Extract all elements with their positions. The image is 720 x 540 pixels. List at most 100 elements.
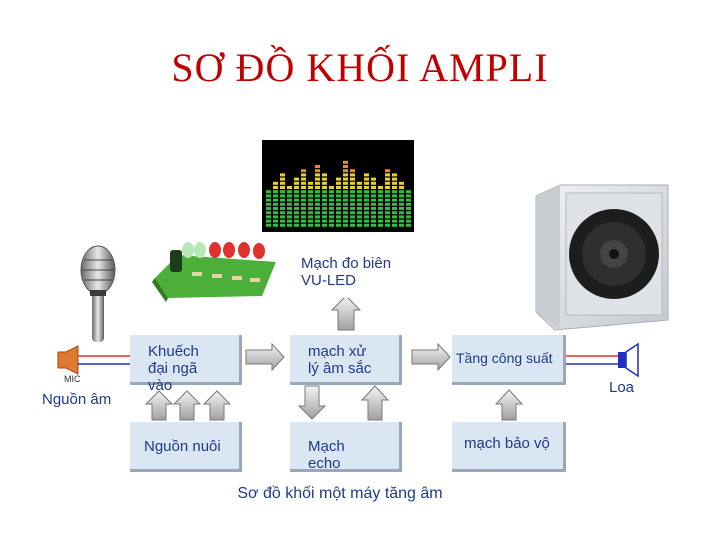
- vu-bar-segment: [357, 181, 362, 185]
- vu-bar-segment: [357, 198, 362, 202]
- vu-bar-segment: [350, 207, 355, 210]
- vu-bar-segment: [280, 207, 285, 210]
- vu-bar-segment: [336, 177, 341, 181]
- arrow-tone-to-echo: [297, 385, 327, 420]
- diagram-title: SƠ ĐỒ KHỐI AMPLI: [171, 45, 549, 90]
- vu-bar-segment: [266, 215, 271, 219]
- vu-bar-segment: [343, 173, 348, 177]
- vu-bar-segment: [378, 198, 383, 202]
- vu-bar-segment: [287, 215, 292, 219]
- vu-bar-segment: [308, 186, 313, 189]
- vu-bar-segment: [399, 190, 404, 194]
- vu-bar-segment: [287, 223, 292, 227]
- vu-bar-segment: [294, 190, 299, 194]
- vu-bar-segment: [364, 181, 369, 185]
- vu-bar-segment: [350, 190, 355, 194]
- vu-bar-segment: [399, 186, 404, 189]
- vu-bar-segment: [329, 194, 334, 198]
- vu-bar-segment: [266, 223, 271, 227]
- vu-bar-segment: [385, 202, 390, 206]
- vu-bar-segment: [392, 173, 397, 177]
- mic-symbol-icon: [57, 345, 79, 375]
- vu-bar-segment: [280, 194, 285, 198]
- vu-bar-segment: [301, 173, 306, 177]
- vu-bar-segment: [287, 186, 292, 189]
- vu-bar-segment: [322, 215, 327, 219]
- vu-bar-segment: [294, 202, 299, 206]
- vu-bar-segment: [315, 219, 320, 223]
- vu-bar-segment: [266, 219, 271, 223]
- block-tone-control: mạch xử lý âm sắc: [290, 335, 402, 385]
- vu-bar-segment: [273, 215, 278, 219]
- block-vu-led: Mạch đo biên VU-LED: [292, 250, 404, 298]
- vu-bar-segment: [385, 173, 390, 177]
- vu-bar-segment: [371, 186, 376, 189]
- vu-bar-segment: [357, 207, 362, 210]
- vu-bar-segment: [350, 202, 355, 206]
- block-power-supply: Nguồn nuôi: [130, 422, 242, 472]
- vu-bar-segment: [406, 198, 411, 202]
- vu-bar-segment: [399, 181, 404, 185]
- vu-bar-segment: [350, 211, 355, 215]
- vu-bar-segment: [357, 202, 362, 206]
- vu-bar-segment: [308, 215, 313, 219]
- capacitor-icon: [170, 250, 182, 272]
- vu-bar-segment: [343, 181, 348, 185]
- vu-bar-segment: [364, 190, 369, 194]
- vu-bar-segment: [287, 198, 292, 202]
- vu-bar-segment: [406, 194, 411, 198]
- vu-bar-segment: [343, 186, 348, 189]
- vu-bar-segment: [273, 219, 278, 223]
- vu-bar-segment: [266, 194, 271, 198]
- vu-bar-segment: [378, 190, 383, 194]
- vu-bar-segment: [364, 198, 369, 202]
- vu-bar-segment: [329, 215, 334, 219]
- vu-bar-segment: [315, 215, 320, 219]
- vu-bar-segment: [336, 215, 341, 219]
- vu-bar-segment: [322, 194, 327, 198]
- vu-bar-segment: [392, 198, 397, 202]
- vu-bar-segment: [315, 169, 320, 173]
- vu-bar-segment: [392, 177, 397, 181]
- vu-bar-segment: [294, 198, 299, 202]
- vu-bar-segment: [322, 173, 327, 177]
- vu-bar-segment: [280, 186, 285, 189]
- vu-bar-segment: [273, 202, 278, 206]
- vu-bar-segment: [336, 202, 341, 206]
- vu-bar-segment: [273, 211, 278, 215]
- vu-bar-segment: [406, 223, 411, 227]
- vu-bar-segment: [385, 181, 390, 185]
- mic-label: MIC: [64, 374, 81, 384]
- vu-bar-segment: [371, 190, 376, 194]
- vu-bar-segment: [364, 215, 369, 219]
- vu-bar-segment: [364, 223, 369, 227]
- vu-bar-segment: [385, 219, 390, 223]
- vu-bar-segment: [322, 181, 327, 185]
- vu-bar-segment: [322, 219, 327, 223]
- vu-bar-segment: [392, 186, 397, 189]
- vu-bar-segment: [350, 198, 355, 202]
- speaker-symbol-icon: [618, 342, 639, 378]
- vu-bar-segment: [378, 202, 383, 206]
- vu-bar-segment: [273, 198, 278, 202]
- vu-bar-segment: [329, 223, 334, 227]
- vu-bar-segment: [371, 215, 376, 219]
- vu-bar-segment: [287, 207, 292, 210]
- led-circuit-image: [152, 242, 276, 302]
- vu-bar-segment: [385, 194, 390, 198]
- vu-bar-segment: [385, 211, 390, 215]
- vu-bar-segment: [406, 219, 411, 223]
- vu-bar-segment: [308, 202, 313, 206]
- vu-bar-segment: [322, 177, 327, 181]
- vu-bar-segment: [322, 198, 327, 202]
- vu-bar-segment: [392, 223, 397, 227]
- vu-bar-segment: [399, 198, 404, 202]
- vu-bar-segment: [266, 198, 271, 202]
- vu-bar-segment: [343, 223, 348, 227]
- vu-bar-segment: [364, 202, 369, 206]
- block-protection: mạch bảo vộ: [452, 422, 566, 472]
- speaker-cabinet-image: [535, 184, 669, 331]
- vu-bar-segment: [315, 181, 320, 185]
- vu-bar-segment: [273, 190, 278, 194]
- vu-bar-segment: [308, 198, 313, 202]
